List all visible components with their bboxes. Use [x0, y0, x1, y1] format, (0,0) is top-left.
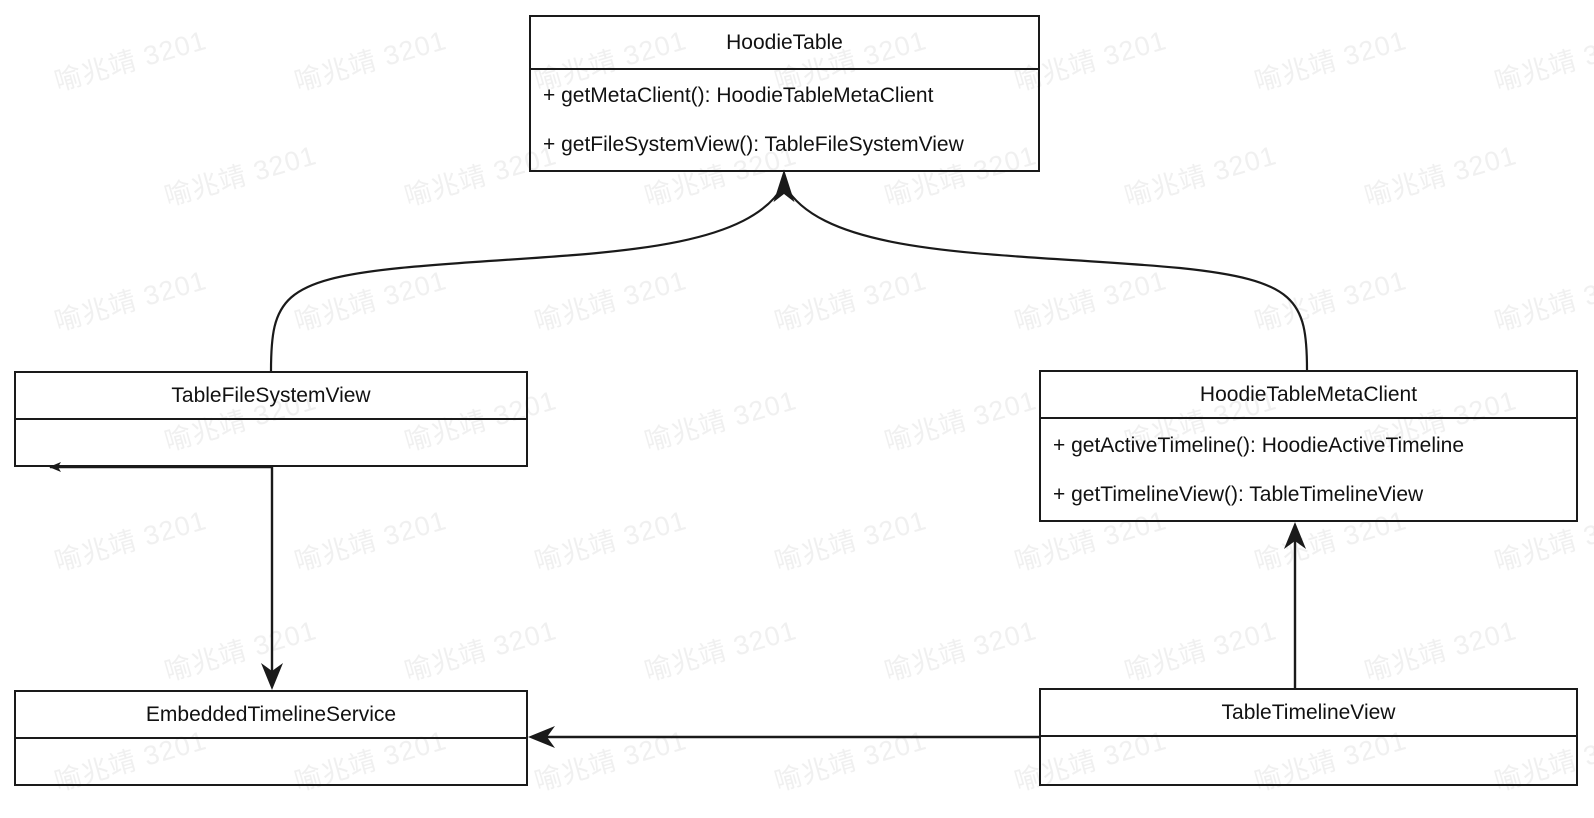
watermark-text: 喻兆靖 3201: [771, 265, 930, 338]
watermark-text: 喻兆靖 3201: [291, 25, 450, 98]
arrowhead-open-hoodietable: [773, 169, 795, 203]
watermark-text: 喻兆靖 3201: [1251, 25, 1410, 98]
class-box-embedded-timeline-service[interactable]: EmbeddedTimelineService: [14, 690, 528, 786]
connector-tablefilesystemview-to-hoodietable: [269, 185, 784, 372]
class-member: + getMetaClient(): HoodieTableMetaClient: [543, 84, 934, 107]
watermark-text: 喻兆靖 3201: [161, 140, 320, 213]
watermark-text: 喻兆靖 3201: [1251, 265, 1410, 338]
watermark-text: 喻兆靖 3201: [51, 505, 210, 578]
watermark-text: 喻兆靖 3201: [291, 505, 450, 578]
class-title-hoodie-table: HoodieTable: [531, 17, 1038, 70]
arrowhead-filled-embeddedtimelineservice-right: [528, 726, 555, 748]
class-members-hoodie-table: + getMetaClient(): HoodieTableMetaClient…: [531, 70, 1038, 170]
watermark-text: 喻兆靖 3201: [641, 385, 800, 458]
watermark-text: 喻兆靖 3201: [401, 615, 560, 688]
class-title-table-file-system-view: TableFileSystemView: [16, 373, 526, 420]
class-member: + getTimelineView(): TableTimelineView: [1053, 482, 1424, 506]
watermark-text: 喻兆靖 3201: [1121, 140, 1280, 213]
class-title-table-timeline-view: TableTimelineView: [1041, 690, 1576, 737]
watermark-text: 喻兆靖 3201: [1491, 265, 1594, 338]
watermark-text: 喻兆靖 3201: [1361, 140, 1520, 213]
class-box-table-timeline-view[interactable]: TableTimelineView: [1039, 688, 1578, 786]
class-member: + getActiveTimeline(): HoodieActiveTimel…: [1053, 433, 1465, 457]
class-box-table-file-system-view[interactable]: TableFileSystemView: [14, 371, 528, 467]
watermark-text: 喻兆靖 3201: [291, 265, 450, 338]
class-box-hoodie-table-meta-client[interactable]: HoodieTableMetaClient + getActiveTimelin…: [1039, 370, 1578, 522]
watermark-text: 喻兆靖 3201: [51, 265, 210, 338]
watermark-text: 喻兆靖 3201: [531, 265, 690, 338]
arrowhead-filled-hoodietablemetaclient-bottom: [1284, 522, 1306, 549]
watermark-text: 喻兆靖 3201: [51, 25, 210, 98]
watermark-text: 喻兆靖 3201: [1491, 25, 1594, 98]
watermark-text: 喻兆靖 3201: [881, 615, 1040, 688]
watermark-text: 喻兆靖 3201: [1361, 615, 1520, 688]
watermark-text: 喻兆靖 3201: [771, 725, 930, 798]
watermark-text: 喻兆靖 3201: [641, 615, 800, 688]
connector-hoodietablemetaclient-to-hoodietable: [784, 185, 1309, 371]
watermark-text: 喻兆靖 3201: [1121, 615, 1280, 688]
class-members-hoodie-table-meta-client: + getActiveTimeline(): HoodieActiveTimel…: [1041, 419, 1576, 520]
class-members-embedded-timeline-service: [16, 739, 526, 784]
watermark-text: 喻兆靖 3201: [881, 385, 1040, 458]
class-title-hoodie-table-meta-client: HoodieTableMetaClient: [1041, 372, 1576, 419]
watermark-text: 喻兆靖 3201: [531, 505, 690, 578]
watermark-text: 喻兆靖 3201: [771, 505, 930, 578]
class-title-embedded-timeline-service: EmbeddedTimelineService: [16, 692, 526, 739]
watermark-text: 喻兆靖 3201: [531, 725, 690, 798]
arrowhead-filled-embeddedtimelineservice-top: [261, 663, 283, 690]
class-members-table-timeline-view: [1041, 737, 1576, 784]
class-member: + getFileSystemView(): TableFileSystemVi…: [543, 133, 964, 156]
watermark-text: 喻兆靖 3201: [161, 615, 320, 688]
watermark-text: 喻兆靖 3201: [1011, 265, 1170, 338]
class-box-hoodie-table[interactable]: HoodieTable + getMetaClient(): HoodieTab…: [529, 15, 1040, 172]
class-members-table-file-system-view: [16, 420, 526, 465]
